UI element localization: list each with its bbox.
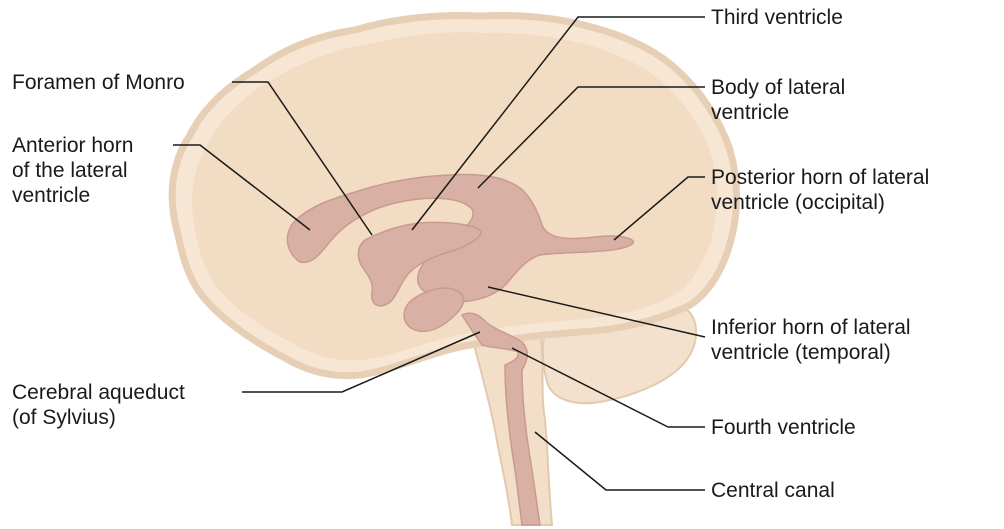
- label-line: of the lateral: [12, 158, 133, 183]
- label-fourth-ventricle: Fourth ventricle: [711, 415, 856, 440]
- label-line: Cerebral aqueduct: [12, 380, 185, 405]
- label-line: (of Sylvius): [12, 405, 185, 430]
- label-line: Third ventricle: [711, 5, 843, 30]
- label-line: ventricle: [12, 183, 133, 208]
- label-line: ventricle: [711, 100, 845, 125]
- label-line: Inferior horn of lateral: [711, 315, 911, 340]
- label-line: ventricle (temporal): [711, 340, 911, 365]
- label-line: Foramen of Monro: [12, 70, 185, 95]
- label-body-of-lateral-ventricle: Body of lateral ventricle: [711, 75, 845, 125]
- label-line: Anterior horn: [12, 133, 133, 158]
- label-third-ventricle: Third ventricle: [711, 5, 843, 30]
- label-line: ventricle (occipital): [711, 190, 929, 215]
- label-line: Fourth ventricle: [711, 415, 856, 440]
- label-cerebral-aqueduct: Cerebral aqueduct (of Sylvius): [12, 380, 185, 430]
- central-canal-leader: [535, 432, 705, 490]
- label-foramen-of-monro: Foramen of Monro: [12, 70, 185, 95]
- label-inferior-horn: Inferior horn of lateral ventricle (temp…: [711, 315, 911, 365]
- label-line: Central canal: [711, 478, 835, 503]
- label-line: Body of lateral: [711, 75, 845, 100]
- label-central-canal: Central canal: [711, 478, 835, 503]
- label-anterior-horn: Anterior horn of the lateral ventricle: [12, 133, 133, 208]
- label-line: Posterior horn of lateral: [711, 165, 929, 190]
- label-posterior-horn: Posterior horn of lateral ventricle (occ…: [711, 165, 929, 215]
